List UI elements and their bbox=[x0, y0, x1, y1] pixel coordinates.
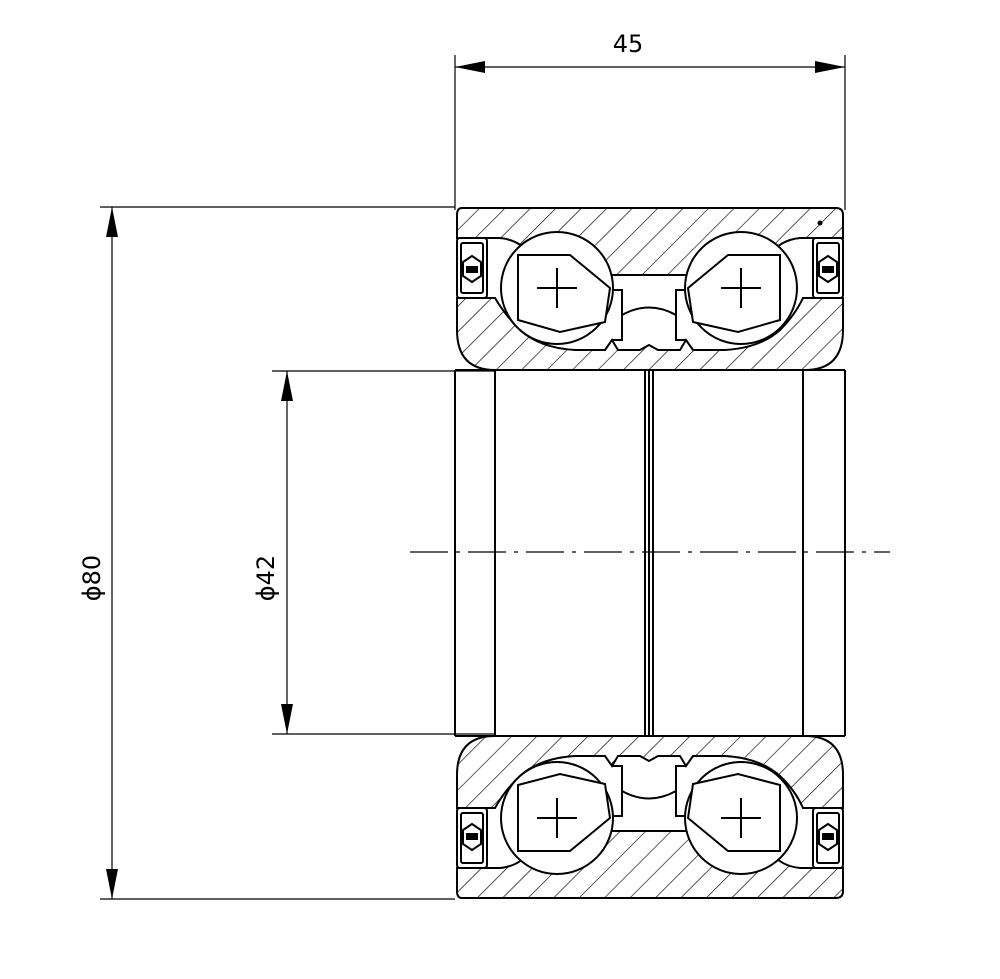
seal-bottom-left bbox=[456, 807, 488, 869]
arrowhead-bottom bbox=[281, 704, 293, 734]
inner-ring-bottom bbox=[456, 735, 844, 809]
marker-dot-top bbox=[817, 220, 823, 226]
arrowhead-right bbox=[815, 61, 845, 73]
arrowhead-bottom bbox=[106, 869, 118, 899]
inner-diameter-label: ϕ42 bbox=[252, 555, 280, 601]
outer-diameter-label: ϕ80 bbox=[78, 555, 106, 601]
ball-bottom-right bbox=[684, 761, 798, 875]
cage-bottom bbox=[612, 765, 686, 817]
arrowhead-left bbox=[455, 61, 485, 73]
bottom-section bbox=[456, 735, 844, 899]
outer-diameter-dimension: ϕ80 bbox=[78, 206, 455, 900]
top-section bbox=[456, 207, 844, 371]
seal-top-right bbox=[812, 237, 844, 299]
seal-top-left bbox=[456, 237, 488, 299]
cage-top bbox=[612, 289, 686, 341]
width-dimension: 45 bbox=[454, 30, 846, 210]
arrowhead-top bbox=[281, 371, 293, 401]
ball-bottom-left bbox=[500, 761, 614, 875]
ball-top-right bbox=[684, 231, 798, 345]
bore-body bbox=[454, 369, 846, 737]
width-dimension-label: 45 bbox=[613, 30, 644, 58]
seal-bottom-right bbox=[812, 807, 844, 869]
inner-diameter-dimension: ϕ42 bbox=[252, 370, 495, 735]
arrowhead-top bbox=[106, 207, 118, 237]
ball-top-left bbox=[500, 231, 614, 345]
